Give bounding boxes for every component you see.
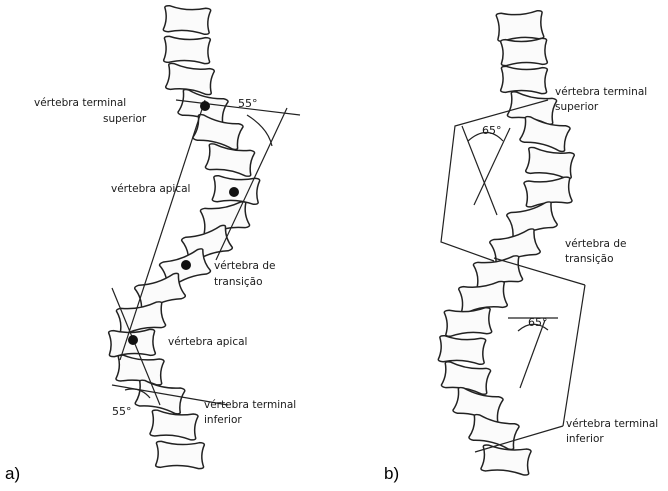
a-vertebra xyxy=(156,441,205,469)
b-upper-perpendicular-1 xyxy=(462,126,497,215)
b-lower-right-line xyxy=(563,285,585,426)
spine-b xyxy=(438,10,574,475)
b-angle-lower: 65° xyxy=(528,316,548,329)
b-label-terminal-inferior-2: inferior xyxy=(566,433,604,445)
b-label-transition-2: transição xyxy=(565,253,614,265)
b-vertebra xyxy=(438,335,486,364)
panel-a-tag: a) xyxy=(5,464,20,483)
a-angle-lower: 55° xyxy=(112,405,132,418)
a-label-apical-2: vértebra apical xyxy=(168,336,247,348)
b-label-terminal-inferior-1: vértebra terminal xyxy=(566,418,658,430)
a-vertebra xyxy=(163,5,211,34)
b-vertebra xyxy=(481,445,531,476)
b-upper-perpendicular-2 xyxy=(474,128,510,205)
a-dot-apical-lower xyxy=(128,335,138,345)
a-upper-angle-arc xyxy=(247,115,272,146)
a-vertebra xyxy=(150,410,198,441)
a-label-terminal-superior-1: vértebra terminal xyxy=(34,97,126,109)
a-dot-transition xyxy=(181,260,191,270)
a-dot-superior xyxy=(200,101,210,111)
a-label-apical-1: vértebra apical xyxy=(111,183,190,195)
a-label-terminal-inferior-2: inferior xyxy=(204,414,242,426)
a-label-terminal-superior-2: superior xyxy=(103,113,147,125)
b-vertebra xyxy=(501,66,548,94)
b-label-transition-1: vértebra de xyxy=(565,238,626,250)
b-vertebra xyxy=(525,147,574,179)
b-vertebra xyxy=(444,307,492,336)
a-vertebra xyxy=(164,36,211,64)
b-label-terminal-superior-2: superior xyxy=(555,101,599,113)
b-vertebra xyxy=(496,10,544,41)
a-label-terminal-inferior-1: vértebra terminal xyxy=(204,399,296,411)
a-label-transition-2: transição xyxy=(214,276,263,288)
b-angle-upper: 65° xyxy=(482,124,502,137)
b-lower-perpendicular-2 xyxy=(520,320,545,388)
a-angle-upper: 55° xyxy=(238,97,258,110)
b-label-terminal-superior-1: vértebra terminal xyxy=(555,86,647,98)
panel-b-tag: b) xyxy=(384,464,399,483)
a-dot-apical xyxy=(229,187,239,197)
a-label-transition-1: vértebra de xyxy=(214,260,275,272)
b-vertebra xyxy=(501,38,548,66)
